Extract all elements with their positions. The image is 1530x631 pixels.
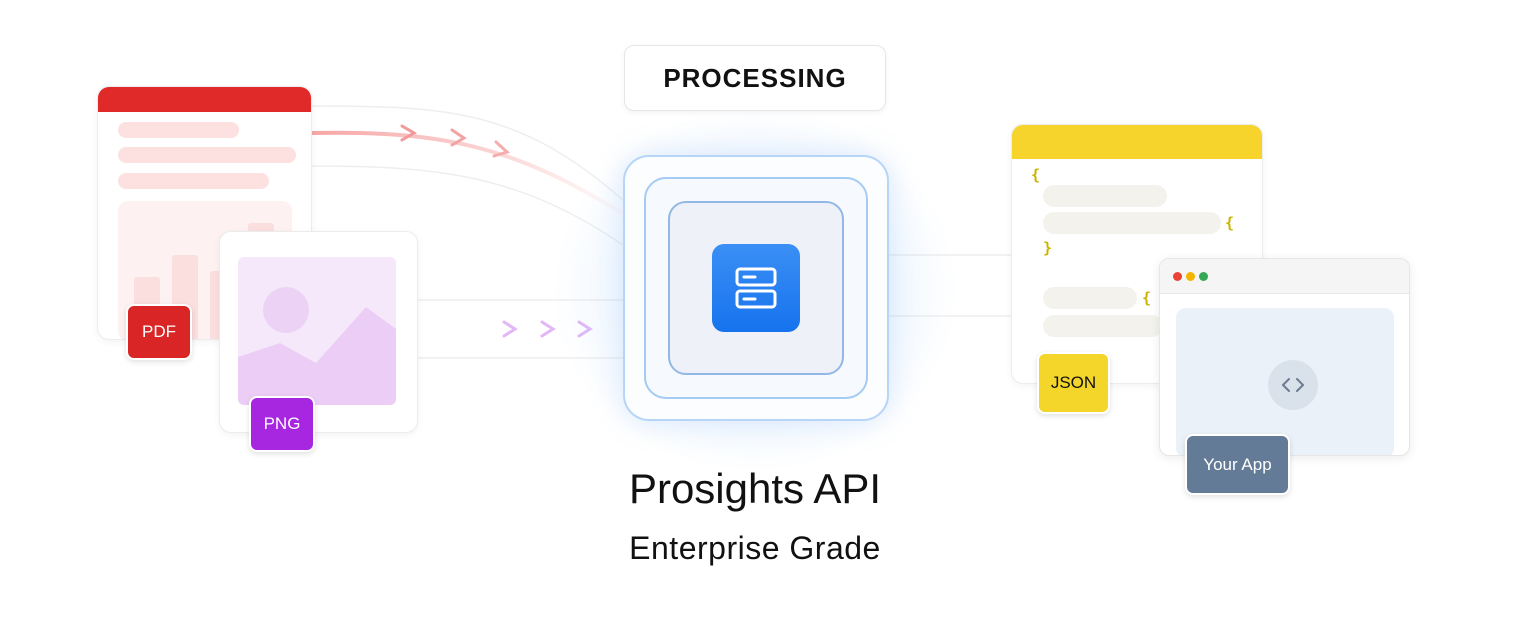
pdf-badge: PDF <box>126 304 192 360</box>
processing-label: PROCESSING <box>624 45 886 111</box>
json-badge: JSON <box>1037 352 1110 414</box>
api-title: Prosights API <box>628 465 882 512</box>
your-app-badge: Your App <box>1185 434 1290 495</box>
json-header-bar <box>1012 125 1262 159</box>
json-line <box>1043 212 1221 234</box>
pdf-flow-arrow <box>450 128 467 147</box>
png-flow-arrow <box>577 320 593 338</box>
json-line <box>1043 315 1163 337</box>
guide-line-pdf-top <box>311 105 624 201</box>
app-content-area <box>1176 308 1394 455</box>
png-image-placeholder <box>238 257 396 405</box>
app-window-card <box>1159 258 1410 456</box>
code-brackets-icon-circle <box>1268 360 1318 410</box>
pdf-header-bar <box>98 87 311 112</box>
pdf-flow-arrow <box>400 124 417 142</box>
json-brace: { <box>1142 289 1152 307</box>
server-icon <box>735 267 777 309</box>
json-brace: { <box>1031 166 1041 184</box>
window-close-dot <box>1173 272 1182 281</box>
json-line <box>1043 185 1167 207</box>
json-line <box>1043 287 1137 309</box>
app-titlebar <box>1160 259 1409 294</box>
image-icon <box>238 257 396 405</box>
api-subtitle: Enterprise Grade <box>629 530 881 566</box>
window-minimize-dot <box>1186 272 1195 281</box>
pdf-flow-path <box>311 130 627 217</box>
processor-tile <box>712 244 800 332</box>
pdf-text-line <box>118 122 239 138</box>
pdf-flow-arrow <box>492 140 510 158</box>
png-badge: PNG <box>249 396 315 452</box>
json-brace: { <box>1225 214 1235 232</box>
window-maximize-dot <box>1199 272 1208 281</box>
guide-line-pdf-bottom <box>311 165 624 246</box>
code-brackets-icon <box>1282 378 1304 392</box>
pdf-text-line <box>118 147 296 163</box>
png-flow-arrow <box>540 320 556 338</box>
png-flow-arrow <box>502 320 518 338</box>
pdf-text-line <box>118 173 269 189</box>
json-brace: } <box>1043 239 1053 257</box>
